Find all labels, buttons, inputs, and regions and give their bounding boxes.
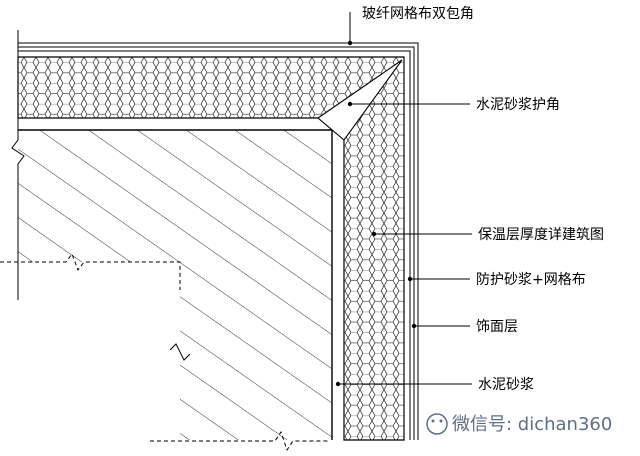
- break-line-left: [11, 30, 25, 300]
- label-finish-layer: 饰面层: [476, 319, 518, 335]
- concrete-wall: [18, 130, 332, 440]
- label-cement-mortar: 水泥砂浆: [478, 377, 534, 393]
- leader-finish-layer: [411, 323, 470, 329]
- fiberglass-mesh-wrap: [18, 42, 419, 440]
- label-cement-mortar-corner: 水泥砂浆护角: [476, 97, 560, 113]
- leader-cement-mortar: [335, 381, 472, 387]
- leader-fiberglass: [347, 12, 353, 46]
- leader-protective-mortar: [407, 276, 470, 282]
- break-line-mid: [0, 252, 181, 290]
- wechat-icon: [426, 413, 448, 435]
- label-insulation-thickness: 保温层厚度详建筑图: [478, 227, 604, 243]
- watermark: 微信号: dichan360: [426, 413, 612, 435]
- watermark-text: 微信号: dichan360: [452, 414, 612, 435]
- label-protective-mortar-mesh: 防护砂浆+网格布: [476, 272, 586, 288]
- leader-cement-corner: [347, 101, 470, 107]
- protective-mortar-mesh-layer: [18, 50, 411, 440]
- cement-mortar-corner-guard: [317, 59, 403, 141]
- leader-insulation: [371, 231, 472, 237]
- break-line-bottom: [150, 430, 330, 452]
- label-fiberglass-double-wrap: 玻纤网格布双包角: [362, 6, 474, 22]
